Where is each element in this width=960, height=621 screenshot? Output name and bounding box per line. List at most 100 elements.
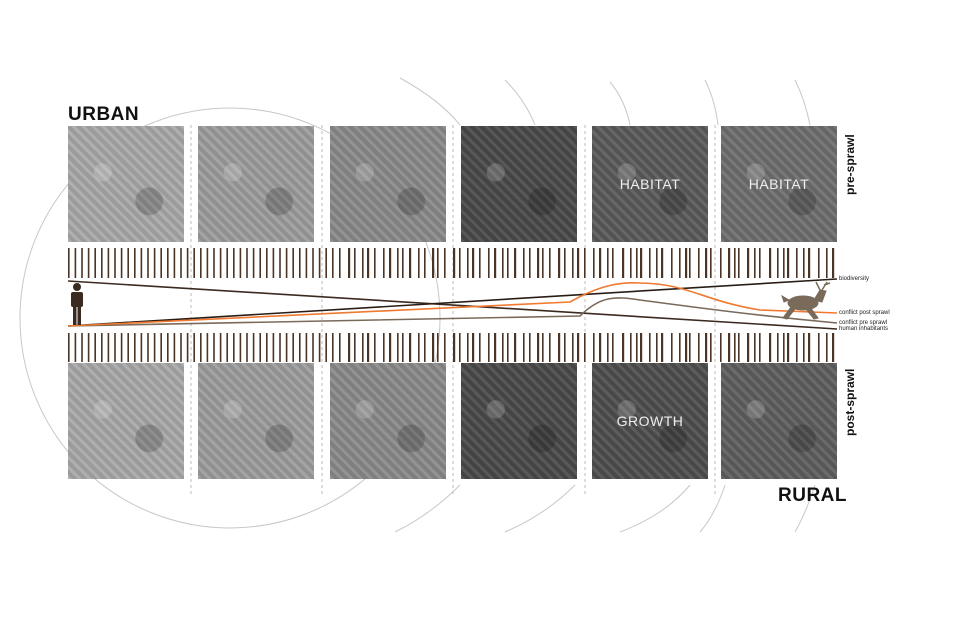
barcode-bar xyxy=(186,333,189,362)
barcode-bar xyxy=(759,333,761,362)
barcode-bar xyxy=(459,248,461,278)
barcode-bar xyxy=(759,248,761,278)
barcode-bar xyxy=(783,248,785,278)
barcode-bar xyxy=(74,333,77,362)
barcode-bar xyxy=(593,333,595,362)
barcode-bar xyxy=(507,333,509,362)
barcode-bar xyxy=(292,248,294,278)
barcode-bar xyxy=(787,248,790,278)
barcode-bar xyxy=(738,333,740,362)
barcode-bar xyxy=(558,248,561,278)
barcode-bar xyxy=(362,333,364,362)
tile-label: HABITAT xyxy=(748,176,810,192)
barcode-bar xyxy=(542,333,544,362)
barcode-bar xyxy=(818,248,820,278)
barcode-bar xyxy=(219,333,222,362)
barcode-bar xyxy=(246,248,248,278)
barcode-bar xyxy=(453,333,456,362)
barcode-bar xyxy=(514,248,517,278)
barcode-bar xyxy=(120,248,123,278)
barcode-bar xyxy=(226,248,228,278)
barcode-bar xyxy=(418,248,420,278)
barcode-bar xyxy=(272,248,275,278)
barcode-bar xyxy=(537,333,540,362)
barcode-bar xyxy=(312,248,314,278)
barcode-bar xyxy=(180,248,182,278)
barcode-bar xyxy=(246,333,248,362)
barcode-bar xyxy=(754,333,756,362)
tile-label: GROWTH xyxy=(616,413,684,429)
barcode-bar xyxy=(305,248,308,278)
barcode-bar xyxy=(402,333,404,362)
barcode-bar xyxy=(796,248,798,278)
barcode-bar xyxy=(200,333,202,362)
barcode-bar xyxy=(728,248,731,278)
human-inhabitants-line xyxy=(67,278,838,327)
barcode-bar xyxy=(233,333,235,362)
barcode-bar xyxy=(367,333,370,362)
barcode-bar xyxy=(649,248,651,278)
barcode-bar xyxy=(787,333,790,362)
barcode-bar xyxy=(173,248,176,278)
barcode-bar xyxy=(453,248,456,278)
barcode-bar xyxy=(312,333,314,362)
pre-sprawl-label: pre-sprawl xyxy=(843,134,857,195)
barcode-bar xyxy=(140,248,143,278)
barcode-bar xyxy=(367,248,370,278)
barcode-bar xyxy=(689,248,691,278)
human-icon xyxy=(71,283,83,325)
post-sprawl-aerial-tile xyxy=(198,363,314,479)
barcode-bar xyxy=(206,333,209,362)
barcode-bar xyxy=(649,333,651,362)
barcode-bar xyxy=(173,333,176,362)
barcode-bar xyxy=(444,333,446,362)
barcode-bar xyxy=(167,248,169,278)
barcode-bar xyxy=(140,333,143,362)
barcode-bar xyxy=(279,248,281,278)
barcode-bar xyxy=(424,333,426,362)
barcode-bar xyxy=(607,333,609,362)
barcode-bar xyxy=(193,333,195,362)
barcode-bar xyxy=(705,333,708,362)
barcode-bar xyxy=(479,248,481,278)
urban-label: URBAN xyxy=(68,104,140,125)
barcode-bar xyxy=(101,333,103,362)
barcode-bar xyxy=(200,248,202,278)
pre-sprawl-aerial-tile xyxy=(461,126,577,242)
barcode-bar xyxy=(671,333,673,362)
barcode-bar xyxy=(389,333,392,362)
barcode-bar xyxy=(720,248,722,278)
barcode-bar xyxy=(272,333,275,362)
barcode-bar xyxy=(437,333,439,362)
barcode-bar xyxy=(418,333,420,362)
barcode-bar xyxy=(87,333,90,362)
barcode-bar xyxy=(383,333,385,362)
pre-sprawl-aerial-tile: HABITAT xyxy=(721,126,837,242)
barcode-bar xyxy=(502,248,504,278)
barcode-bar xyxy=(362,248,364,278)
barcode-bar xyxy=(318,333,321,362)
pre-sprawl-aerial-tile xyxy=(68,126,184,242)
post-sprawl-aerial-tile xyxy=(461,363,577,479)
barcode-bar xyxy=(529,333,531,362)
barcode-bar xyxy=(685,248,688,278)
barcode-bar xyxy=(252,333,255,362)
barcode-bar xyxy=(679,248,681,278)
barcode-bar xyxy=(472,248,475,278)
barcode-bar xyxy=(607,248,609,278)
barcode-bar xyxy=(488,248,490,278)
barcode-bar xyxy=(383,248,385,278)
barcode-bar xyxy=(127,333,129,362)
barcode-bar xyxy=(549,248,551,278)
barcode-bar xyxy=(734,248,736,278)
barcode-bar xyxy=(747,248,750,278)
barcode-bar xyxy=(107,248,110,278)
barcode-bar xyxy=(94,248,96,278)
post-sprawl-aerial-tile xyxy=(721,363,837,479)
barcode-bar xyxy=(332,248,334,278)
pre-sprawl-aerial-tile: HABITAT xyxy=(592,126,708,242)
barcode-band-top xyxy=(68,248,835,278)
barcode-bar xyxy=(661,248,664,278)
barcode-bar xyxy=(167,333,169,362)
